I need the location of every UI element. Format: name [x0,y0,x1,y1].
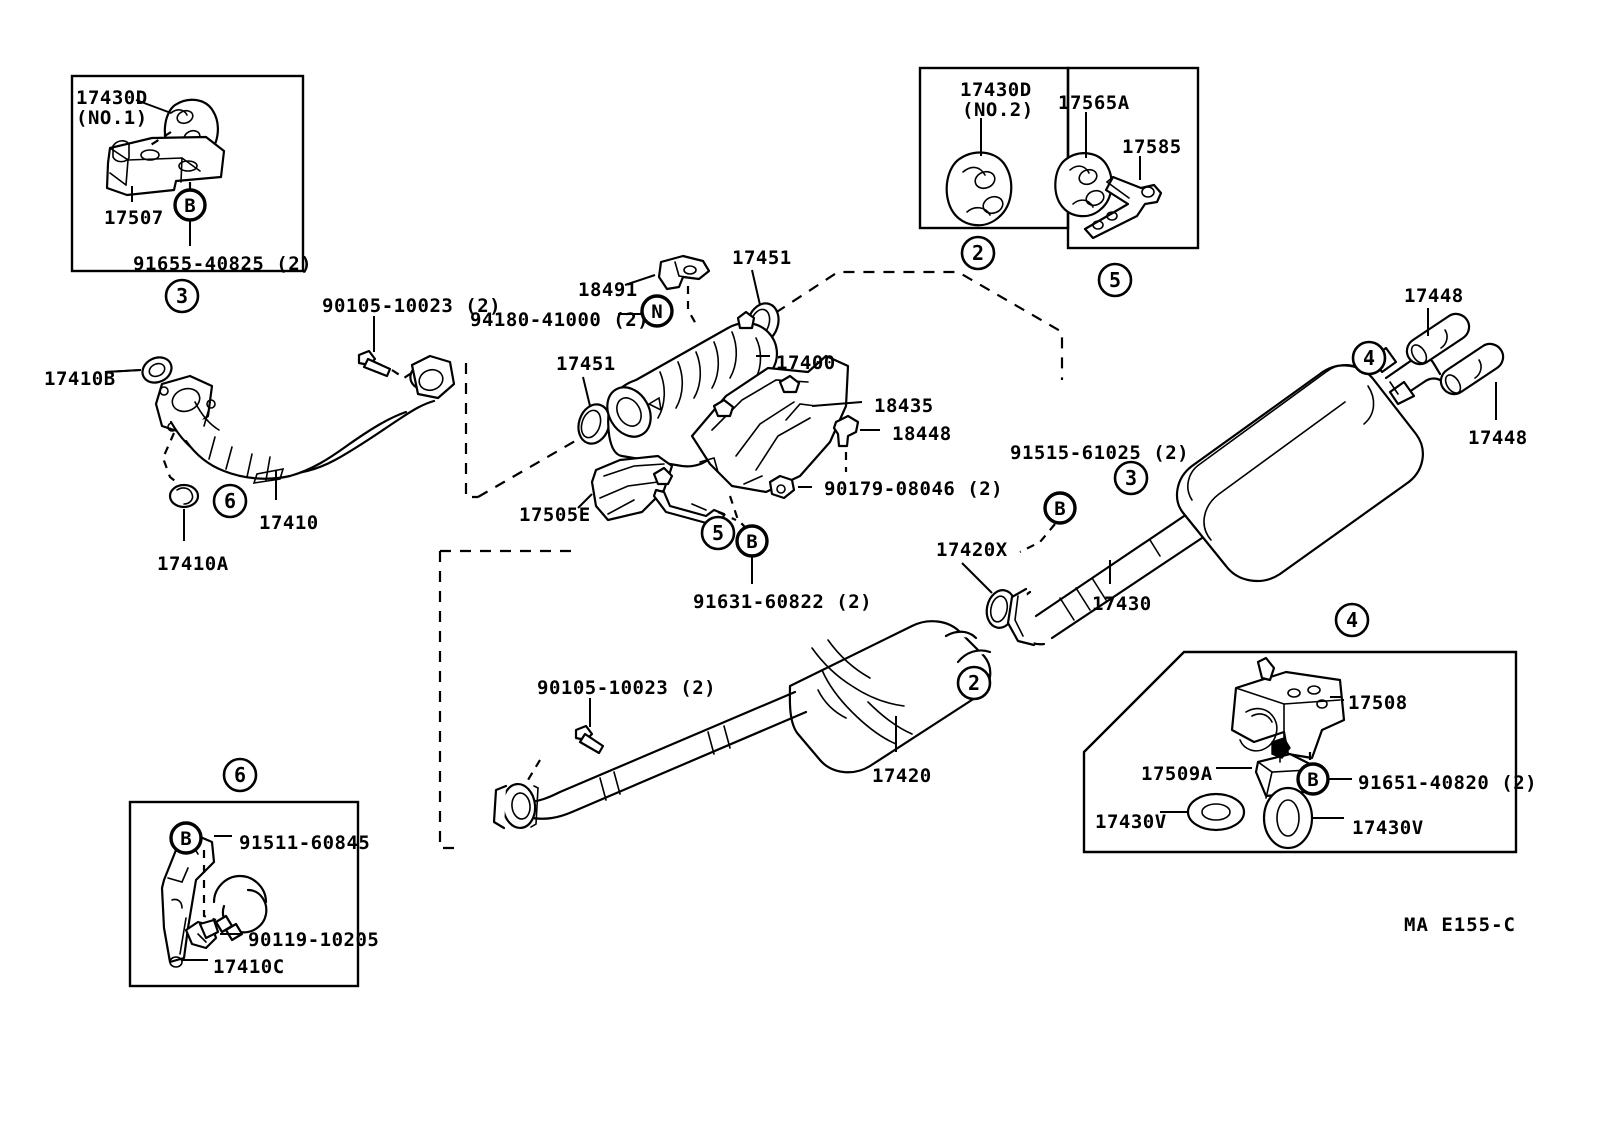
leader-17410b [104,369,142,373]
part-18435-shape [690,354,863,494]
part-17430v-left-shape [1160,792,1246,832]
label-17410: 17410 [259,512,319,534]
label-17430-main: 17430 [1092,593,1152,615]
dashed-91511-link [202,850,217,922]
label-91515-61025: 91515-61025 (2) [1010,442,1190,464]
label-90105-10023-b: 90105-10023 (2) [537,677,717,699]
part-17410a-shape [168,483,200,541]
part-17565a-shape [1054,112,1113,218]
label-90179-08046: 90179-08046 (2) [824,478,1004,500]
part-17420-outlet [944,630,992,664]
label-17505e: 17505E [519,504,591,526]
part-17448-bottom-shape [1439,342,1505,420]
part-17508-shape [1230,656,1346,760]
part-17430d-no2-shape [945,118,1013,227]
part-90179-08046-shape [768,474,812,500]
label-18448: 18448 [892,423,952,445]
label-17430v-left: 17430V [1095,811,1167,833]
label-17430v-right: 17430V [1352,817,1424,839]
label-17420: 17420 [872,765,932,787]
label-17565a: 17565A [1058,92,1130,114]
label-91511-60845: 91511-60845 [239,832,371,854]
inset-box-3-frame [70,74,305,273]
part-17505e-shape [577,454,726,526]
label-17448-top: 17448 [1404,285,1464,307]
part-17430v-right-shape [1262,786,1344,850]
dashed-bolt-b-link [527,759,541,781]
label-90105-10023-a: 90105-10023 (2) [322,295,502,317]
part-17430-shape [1006,499,1238,647]
dashed-bolt-a-link [391,369,414,380]
box3-dashed-link [145,131,172,149]
inset-box-6-frame [128,800,360,988]
label-17508: 17508 [1348,692,1408,714]
part-main-muffler-shape [1175,346,1448,582]
label-17430d-no1-sub: (NO.1) [76,107,148,129]
label-91631-60822: 91631-60822 (2) [693,591,873,613]
label-17448-bottom: 17448 [1468,427,1528,449]
label-17410c: 17410C [213,956,285,978]
label-17507: 17507 [104,207,164,229]
label-17430d-no2-sub: (NO.2) [962,99,1034,121]
label-17410a: 17410A [157,553,229,575]
label-94180-41000: 94180-41000 (2) [470,309,650,331]
dashed-outline-lower [438,549,580,850]
label-91651-40820: 91651-40820 (2) [1358,772,1538,794]
part-90105-10023-a-shape [357,316,392,378]
label-17509a: 17509A [1141,763,1213,785]
dashed-18435-bottom [728,495,747,529]
inset-box-4-frame [1082,650,1518,854]
label-17585: 17585 [1122,136,1182,158]
label-17451-top: 17451 [732,247,792,269]
label-17430d-no2: 17430D [960,79,1032,101]
part-17507-shape [105,135,226,202]
label-17451-left: 17451 [556,353,616,375]
label-18435: 18435 [874,395,934,417]
part-17410-shape [169,354,456,500]
part-17420-inlet-pipe [492,690,808,830]
part-17420-shape [788,620,992,774]
label-18491: 18491 [578,279,638,301]
dashed-17410a-link [161,432,181,486]
dashed-18491-link [686,286,697,325]
label-91655-40825: 91655-40825 (2) [133,253,313,275]
label-sheet-code: MA E155-C [1404,914,1516,936]
label-17430d-no1: 17430D [76,87,148,109]
dashed-91515-link [1019,523,1056,553]
label-17410b: 17410B [44,368,116,390]
part-90119-10205-shape [184,918,242,950]
label-17400: 17400 [776,352,836,374]
part-18448-shape [832,414,880,448]
part-17400-shape [606,310,778,468]
part-17448-top-shape [1405,308,1471,366]
part-90105-10023-b-shape [574,698,605,755]
part-18491-shape [624,254,711,291]
leader-17430d-no1 [135,99,172,114]
label-90119-10205: 90119-10205 [248,929,380,951]
part-17585-shape [1083,156,1163,240]
label-17420x: 17420X [936,539,1008,561]
